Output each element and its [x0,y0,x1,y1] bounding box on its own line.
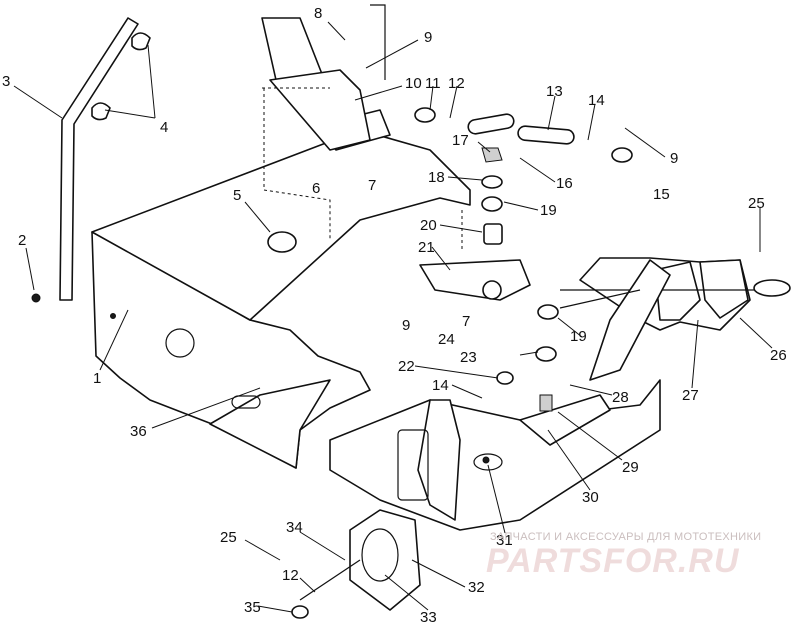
callout-19b: 19 [570,328,587,345]
callout-24: 24 [438,331,455,348]
callout-3: 3 [2,73,10,90]
callout-14b: 14 [432,377,449,394]
callout-16: 16 [556,175,573,192]
callout-9c: 9 [402,317,410,334]
callout-25b: 25 [220,529,237,546]
callout-11: 11 [425,75,441,92]
callout-5: 5 [233,187,241,204]
callout-31: 31 [496,532,513,549]
callout-numbers: 1 2 3 4 5 6 7 7 8 9 9 9 10 11 12 12 13 1… [2,5,787,625]
assembly-guides [262,87,463,250]
watermark-subtitle: ЗАПЧАСТИ И АКСЕССУАРЫ ДЛЯ МОТОТЕХНИКИ [490,531,761,543]
callout-28: 28 [612,389,629,406]
callout-35: 35 [244,599,261,616]
callout-9b: 9 [670,150,678,167]
callout-23: 23 [460,349,477,366]
callout-1: 1 [93,370,101,387]
callout-7a: 7 [368,177,376,194]
callout-14a: 14 [588,92,605,109]
bulkhead [329,379,661,531]
callout-10: 10 [405,75,422,92]
callout-8: 8 [314,5,322,22]
callout-19a: 19 [540,202,557,219]
callout-17: 17 [452,132,469,149]
watermark: ЗАПЧАСТИ И АКСЕССУАРЫ ДЛЯ МОТОТЕХНИКИ PA… [486,531,761,580]
callout-13: 13 [546,83,563,100]
callout-29: 29 [622,459,639,476]
callout-33: 33 [420,609,437,625]
callout-36: 36 [130,423,147,440]
upper-arm [261,4,391,151]
callout-9a: 9 [424,29,432,46]
callout-30: 30 [582,489,599,506]
callout-4: 4 [160,119,168,136]
lower-assembly [291,509,421,619]
handlebar-clips [91,32,151,121]
steering-post [31,17,139,303]
tie-rod-assembly [267,107,641,412]
callout-15: 15 [653,186,670,203]
callout-18: 18 [428,169,445,186]
leader-lines [13,21,773,613]
callout-26: 26 [770,347,787,364]
callout-20: 20 [420,217,437,234]
callout-7b: 7 [462,313,470,330]
right-bracket [560,257,791,381]
callout-6: 6 [312,180,320,197]
callout-22: 22 [398,358,415,375]
callout-2: 2 [18,232,26,249]
callout-32: 32 [468,579,485,596]
callout-34: 34 [286,519,303,536]
frame-plate [91,129,471,469]
callout-25a: 25 [748,195,765,212]
callout-27: 27 [682,387,699,404]
callout-12b: 12 [282,567,299,584]
watermark-logo: PARTSFOR.RU [486,542,740,580]
callout-21: 21 [418,239,435,256]
callout-12a: 12 [448,75,465,92]
